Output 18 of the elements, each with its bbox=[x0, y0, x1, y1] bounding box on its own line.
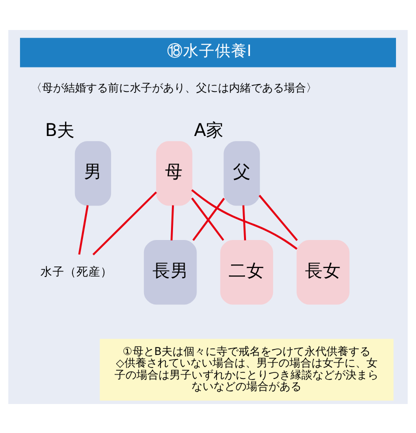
connector bbox=[242, 204, 246, 240]
node-box: 父 bbox=[224, 140, 260, 206]
label: 〈母が結婚する前に水子があり、父には内緒である場合〉 bbox=[31, 80, 318, 94]
node-box: 長女 bbox=[296, 240, 350, 304]
node-box: 母 bbox=[156, 140, 192, 206]
diagram-title: ⑱水子供養I bbox=[166, 40, 252, 60]
node-box: ①母とB夫は個々に寺で戒名をつけて永代供養する ◇供養されていない場合は、男子の場合は女子に、女子の場合は男子いずれかにとりつき縁談などが決まらないなどの場合がある bbox=[100, 338, 394, 400]
connector bbox=[191, 188, 298, 250]
node-box: 長男 bbox=[144, 240, 197, 304]
connector bbox=[78, 204, 89, 254]
node-box: 男 bbox=[74, 140, 112, 206]
node-box: 二女 bbox=[220, 240, 274, 304]
connector bbox=[258, 194, 298, 241]
node-label: A家 bbox=[194, 120, 224, 141]
connector bbox=[170, 204, 174, 240]
node-text: 水子（死産） bbox=[40, 264, 112, 278]
node-label: B夫 bbox=[45, 120, 76, 141]
connector bbox=[92, 191, 157, 255]
